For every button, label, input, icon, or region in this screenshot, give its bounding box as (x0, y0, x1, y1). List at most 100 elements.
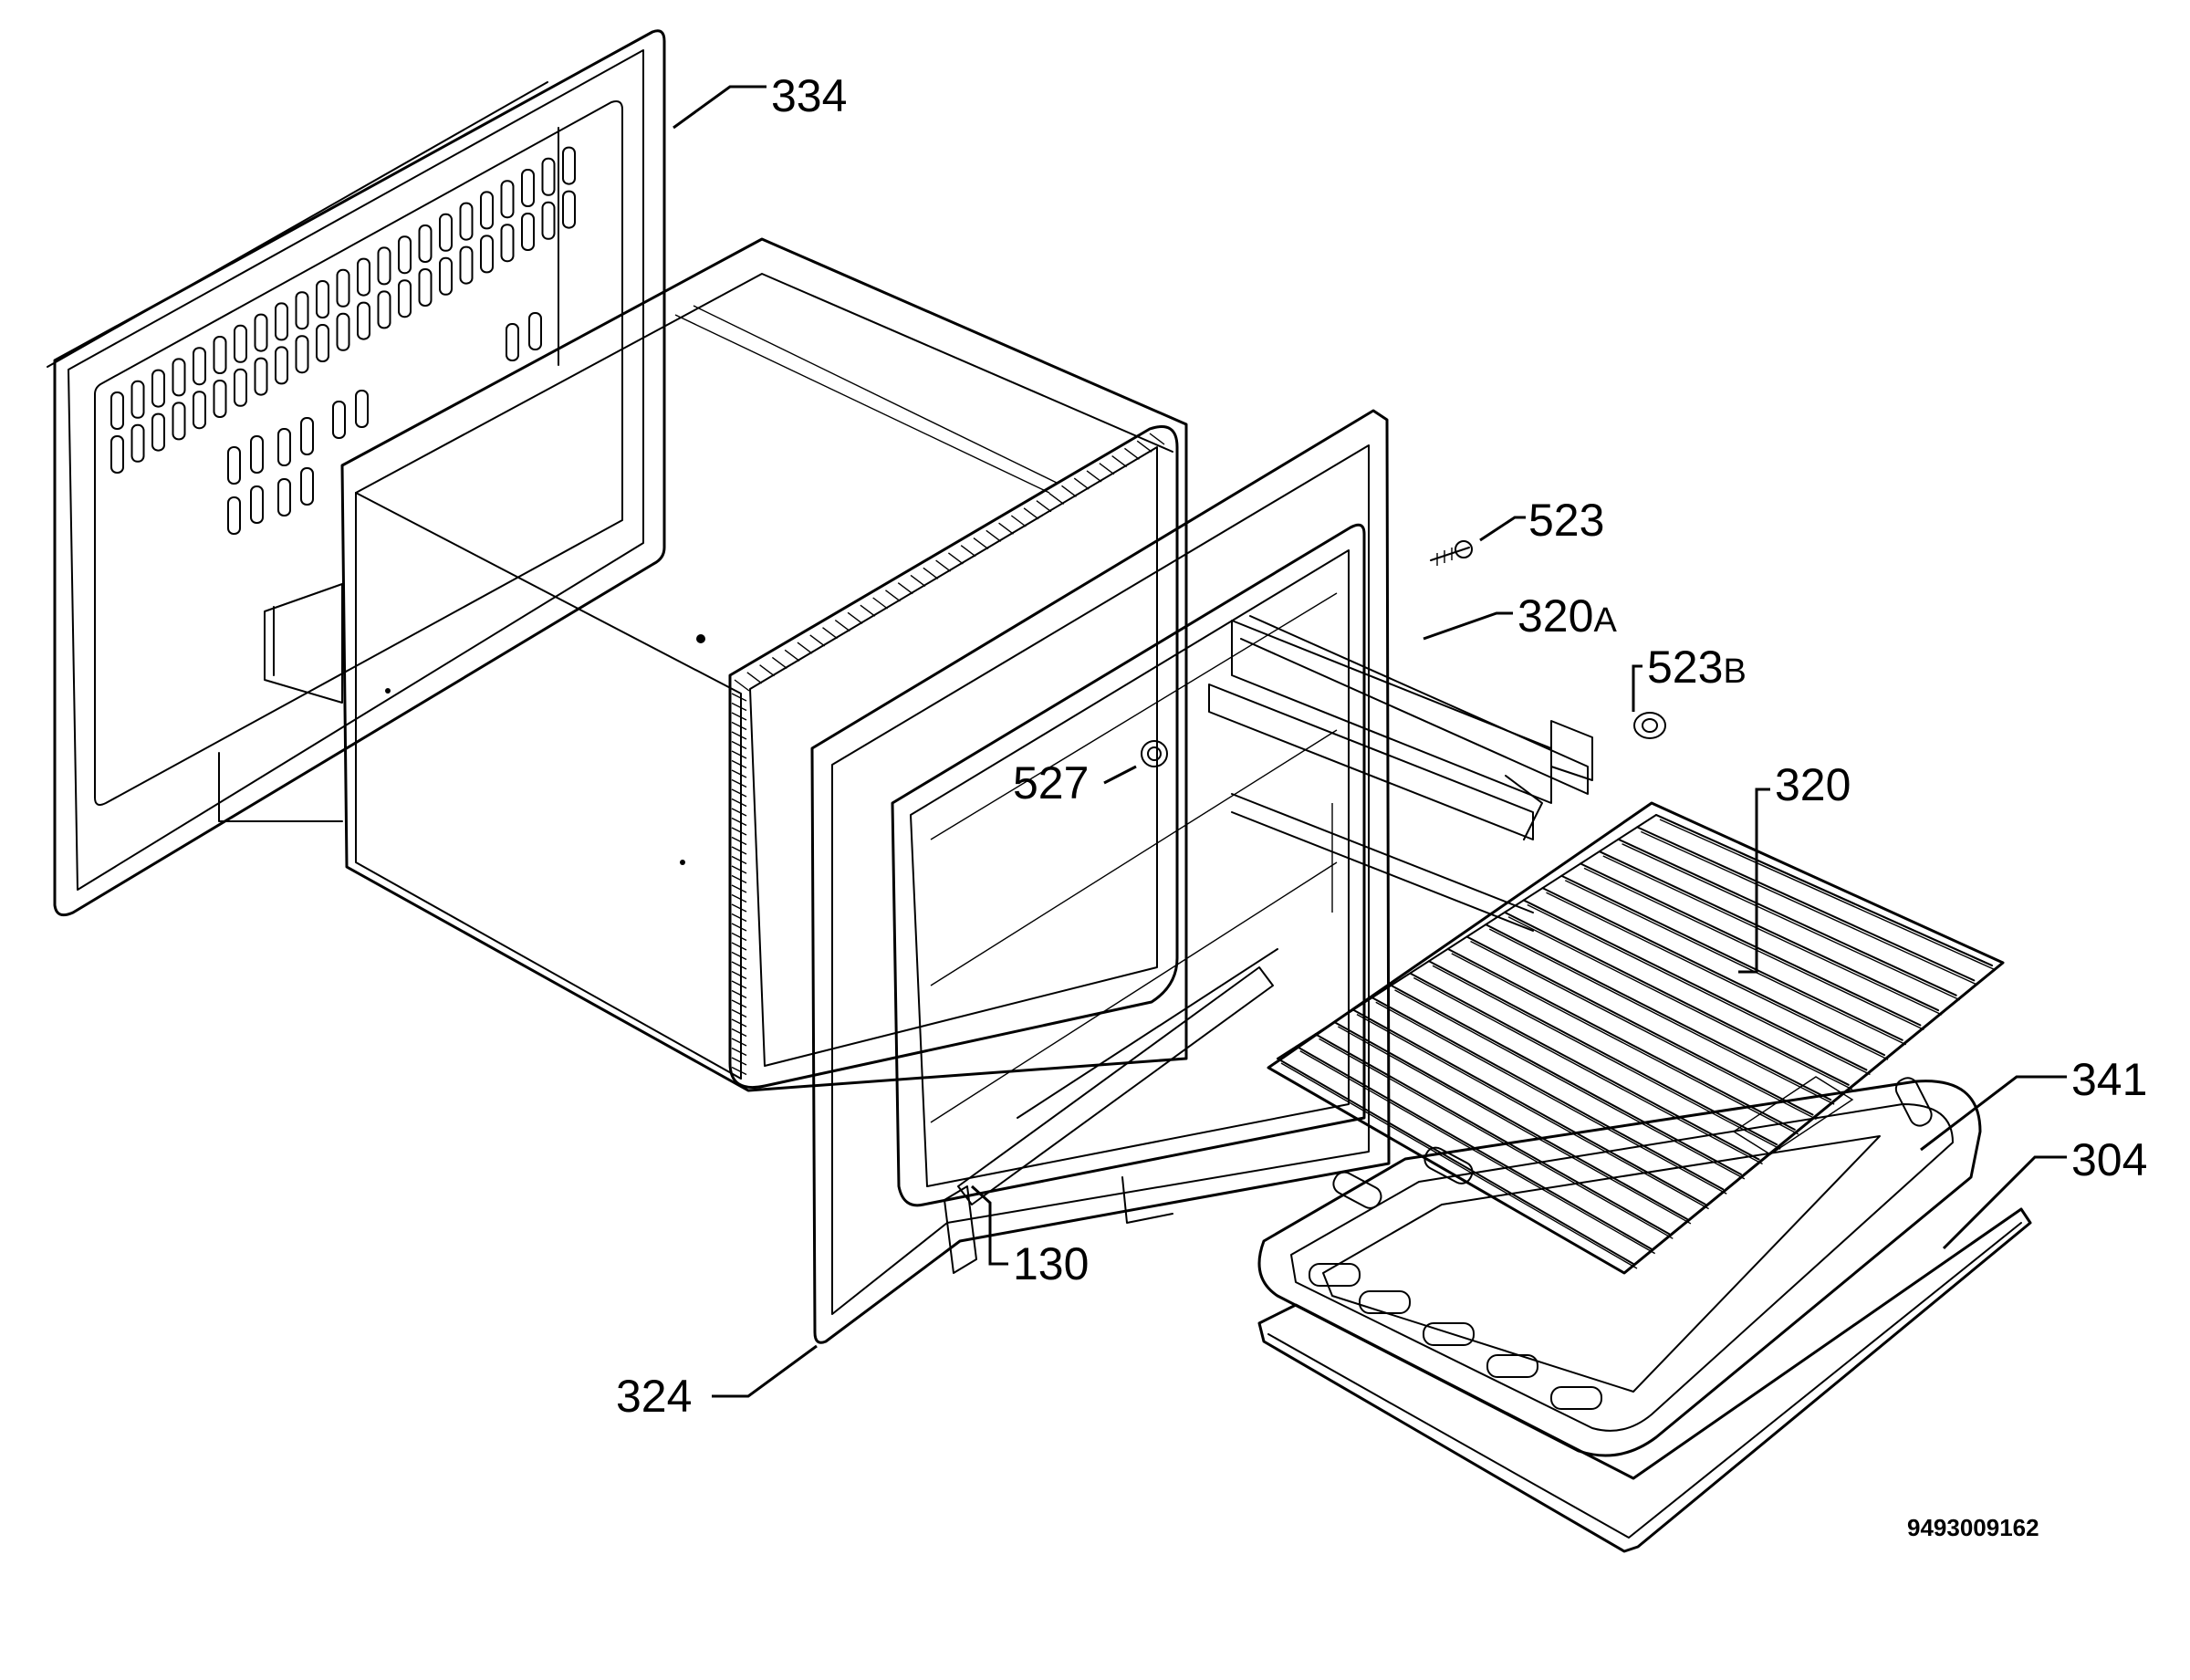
gasket-hatch-line (910, 574, 926, 588)
vent-slot (130, 380, 145, 419)
shelf-wire-shadow (1622, 843, 1960, 1001)
shelf-wire (1598, 850, 1940, 1012)
shelf-wire-shadow (1527, 903, 1871, 1076)
gasket-hatch-line (731, 778, 747, 788)
vent-slot (336, 268, 350, 308)
label-320A: 320A (1517, 590, 1617, 642)
vent-slot (480, 191, 494, 230)
shelf-wire-shadow (1356, 1013, 1709, 1210)
shelf-wire-shadow (1564, 880, 1907, 1046)
gasket-hatch-line (1036, 500, 1052, 513)
gasket-hatch-line (731, 942, 747, 951)
gasket-hatch-line (731, 759, 747, 769)
shelf-wire-shadow (1507, 916, 1853, 1090)
gasket-hatch-line (731, 1047, 747, 1057)
baking-tray-341 (1257, 1077, 1982, 1457)
gasket-hatch-line (1061, 485, 1077, 497)
shelf-wire (1580, 862, 1922, 1027)
label-523B: 523B (1647, 642, 1747, 693)
part-labels: 334 523 320A 523B 527 320 341 304 130 32… (616, 70, 2147, 1541)
bushing-523B (1633, 712, 1666, 739)
shelf-wires (1277, 814, 1997, 1269)
gasket-hatch-line (731, 750, 747, 759)
vent-slot (193, 391, 206, 430)
vent-slot (541, 201, 556, 240)
drawing-number: 9493009162 (1907, 1514, 2039, 1541)
vent-slot (332, 401, 346, 439)
shelf-wire (1617, 838, 1957, 997)
gasket-hatch-line (986, 529, 1002, 542)
vent-slot (418, 224, 433, 263)
shelf-wire-shadow (1583, 867, 1924, 1031)
vent-slot (234, 324, 247, 363)
vent-slot (213, 336, 227, 374)
vent-slot (300, 467, 314, 506)
vent-slot (227, 446, 241, 485)
gasket-hatch-line (822, 627, 838, 640)
vent-slot (398, 279, 412, 318)
oven-cavity (218, 237, 1188, 1092)
shelf-wire-shadow (1470, 940, 1817, 1121)
tray-recess (1550, 1386, 1602, 1410)
vent-slot (254, 313, 268, 352)
vent-slot (377, 246, 391, 286)
shelf-wire-shadow (1602, 855, 1943, 1016)
vent-slot (227, 496, 241, 535)
label-320A-suffix: A (1593, 601, 1617, 640)
vent-slot (250, 435, 264, 474)
gasket-hatch-line (872, 597, 889, 610)
shelf-wire (1371, 997, 1725, 1191)
rail-130 (944, 1185, 977, 1274)
shelf-wire (1465, 935, 1814, 1116)
shelf-wire-shadow (1394, 989, 1746, 1180)
vent-slot (295, 335, 309, 374)
gasket-hatch-line (1099, 463, 1115, 475)
tray-plate-304 (1257, 1207, 2032, 1553)
gasket-hatch-line (731, 951, 747, 961)
shelf-wire (1428, 960, 1778, 1146)
gasket-hatch-line (860, 604, 876, 617)
gasket-hatch-line (1010, 515, 1027, 527)
gasket-hatch-line (731, 712, 747, 721)
tray-recess (1332, 1171, 1382, 1209)
tray-recess (1424, 1146, 1474, 1184)
vent-slot (355, 390, 369, 428)
shelf-wire (1541, 887, 1886, 1057)
gasket-hatch-line (731, 798, 747, 808)
gasket-hatch-line (923, 567, 939, 579)
gasket-hatch-line (731, 1057, 747, 1066)
vent-slot (316, 280, 329, 318)
vent-slot (336, 312, 350, 351)
vent-slot (528, 312, 542, 350)
gasket-hatch-line (847, 611, 863, 624)
label-334: 334 (771, 70, 847, 121)
vent-slot (213, 380, 227, 418)
gasket-hatch-line (797, 642, 813, 654)
vent-slot (172, 402, 186, 441)
gasket-hatch-line (731, 693, 747, 702)
vent-slot (541, 157, 556, 196)
gasket-hatch-line (1111, 454, 1128, 468)
gasket-hatch-line (731, 808, 747, 817)
shelf-wire (1333, 1020, 1688, 1220)
gasket-hatch-line (731, 740, 747, 750)
gasket-hatch-line (731, 923, 747, 932)
vent-slot (459, 202, 474, 241)
gasket-hatch-line (1124, 447, 1140, 460)
vent-slot (521, 213, 535, 251)
screw-523 (1430, 540, 1473, 566)
rear-panel-334 (47, 29, 666, 917)
shelf-wire (1485, 923, 1832, 1101)
side-runner-320A (1240, 615, 1593, 840)
vent-slot (275, 346, 288, 385)
tray-recess (1486, 1354, 1538, 1378)
gasket-hatch-line (731, 769, 747, 778)
gasket-hatch-line (935, 559, 952, 572)
shelf-wire (1409, 972, 1760, 1161)
gasket-hatch-line (731, 913, 747, 923)
gasket-hatch-line (731, 989, 747, 999)
gasket-hatch-line (947, 552, 964, 565)
vent-slot (172, 358, 186, 397)
